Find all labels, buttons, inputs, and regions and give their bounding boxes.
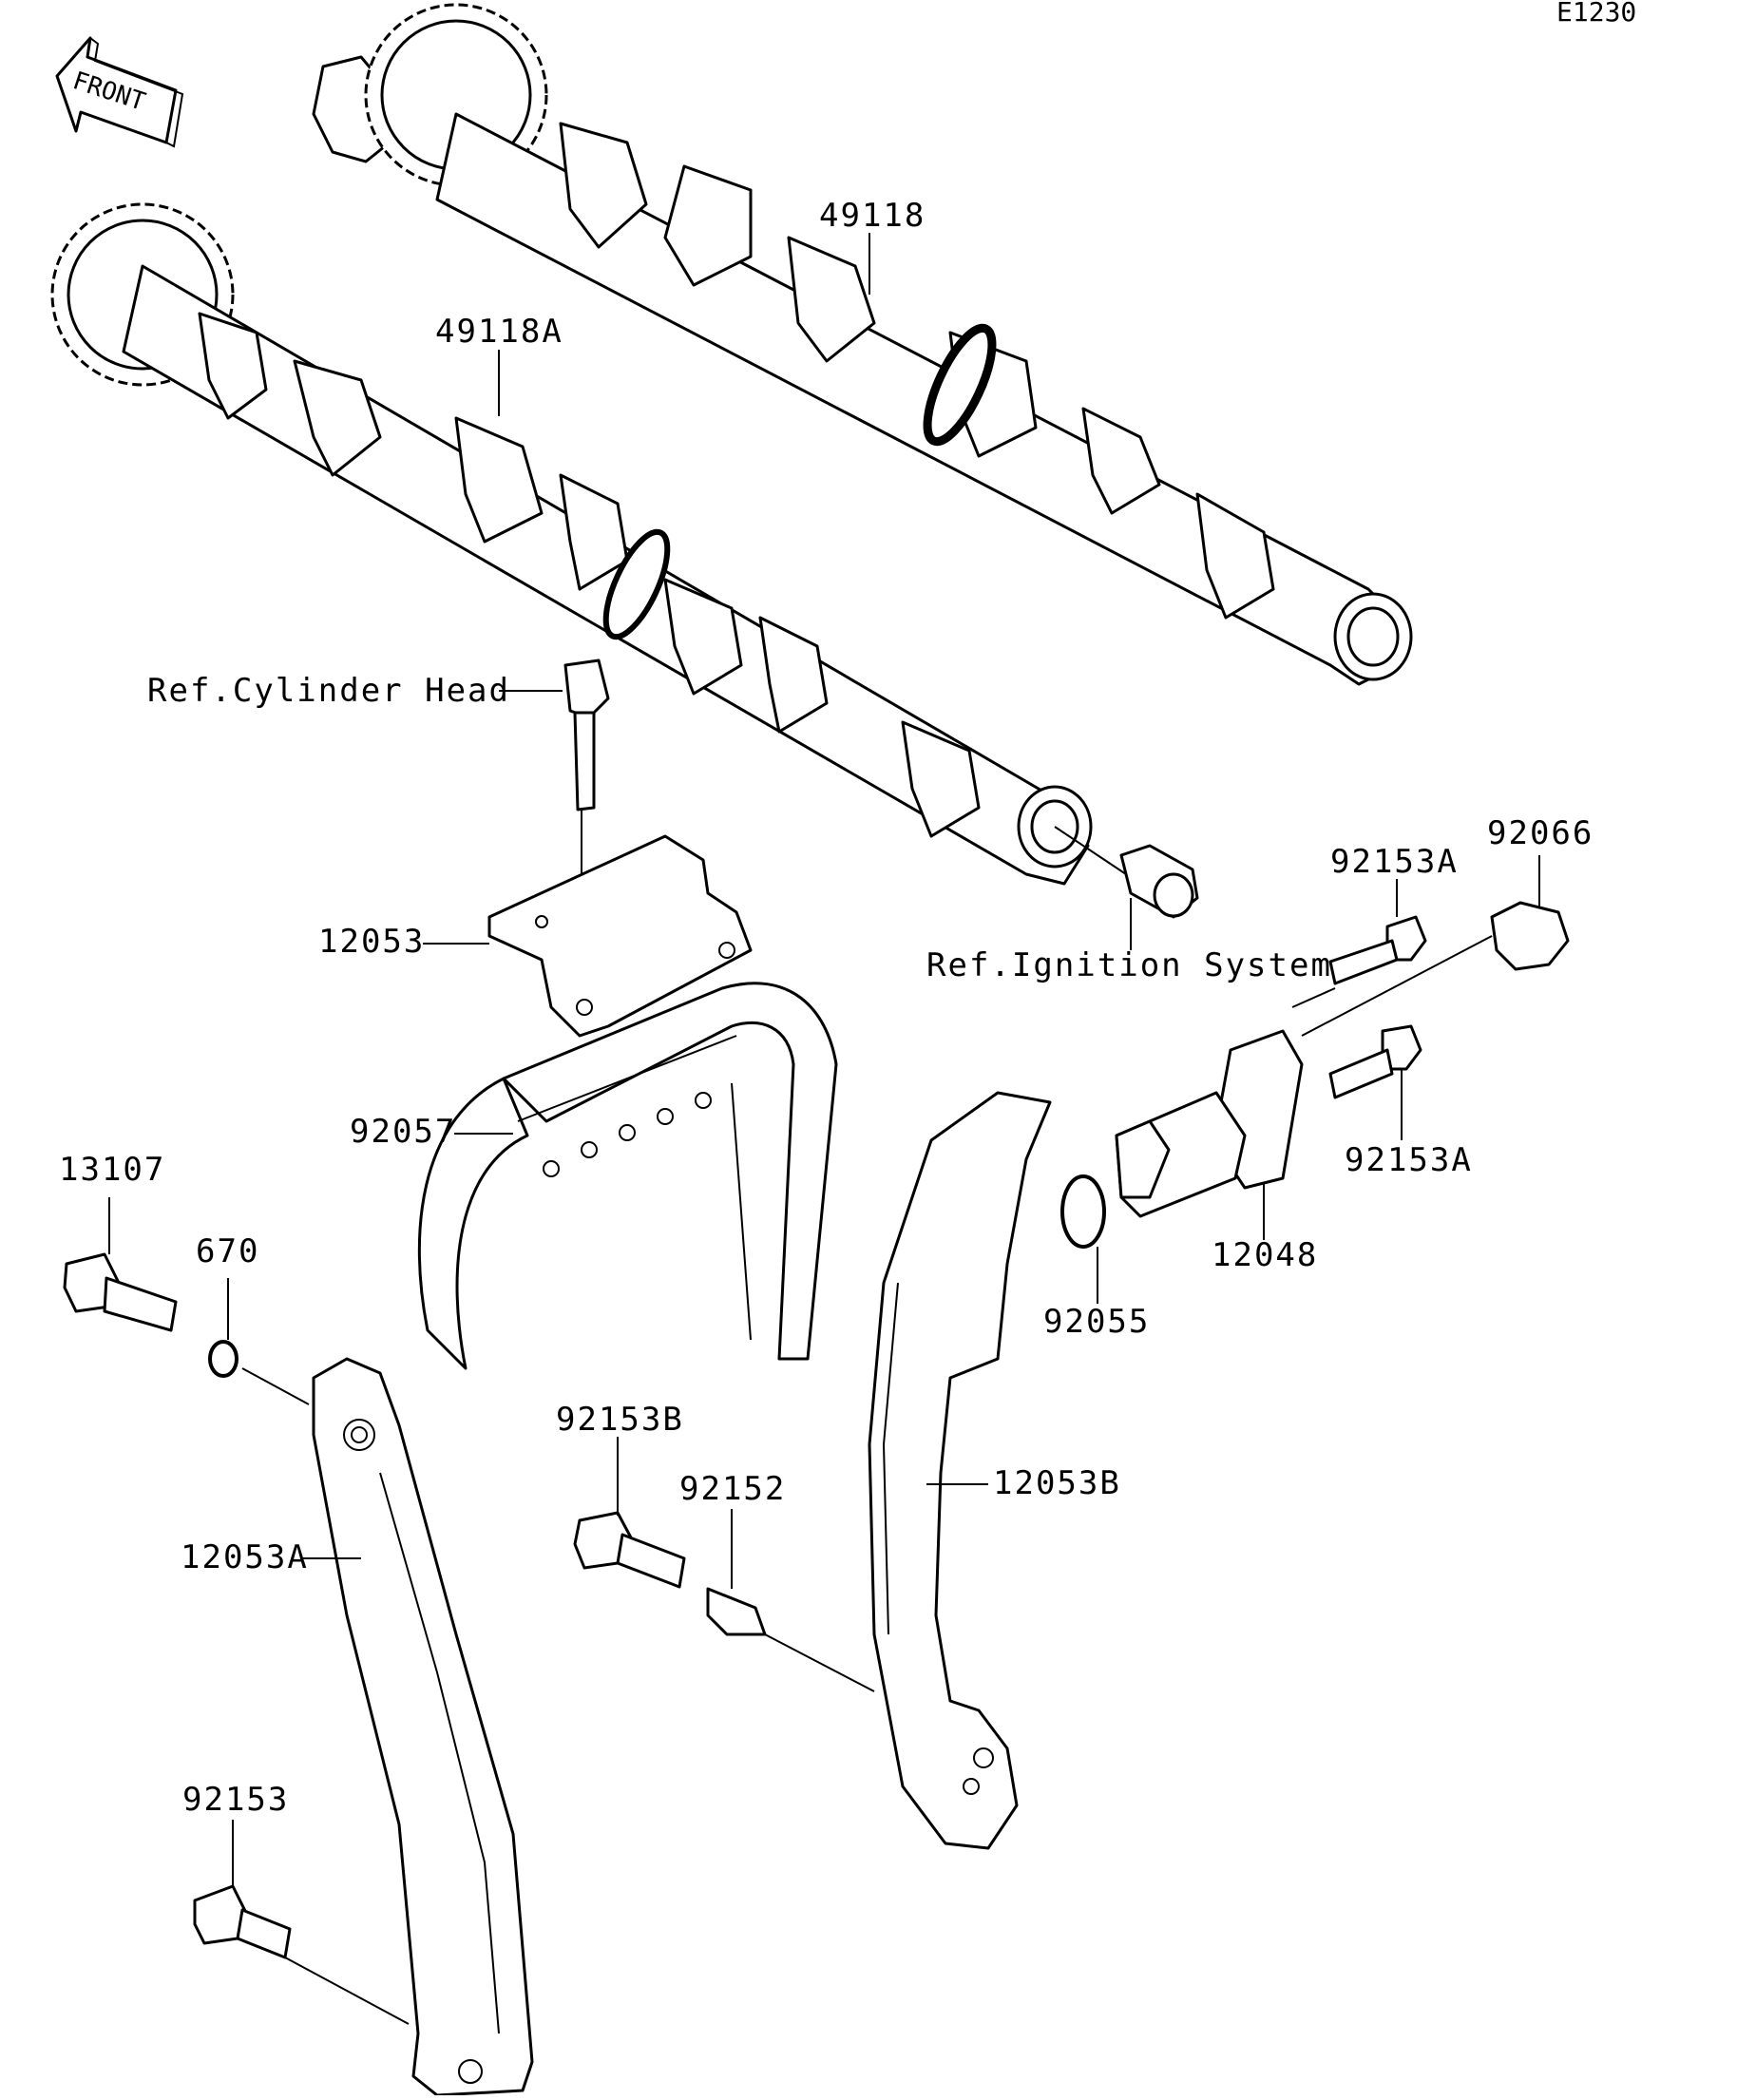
chain-guide-12053 bbox=[487, 834, 753, 1038]
o-ring-670 bbox=[208, 1278, 310, 1405]
ref-ignition-system: Ref.Ignition System bbox=[926, 946, 1332, 984]
part-label-92055: 92055 bbox=[1043, 1303, 1150, 1341]
part-label-92153B: 92153B bbox=[556, 1401, 684, 1439]
camshaft-49118 bbox=[312, 3, 1413, 686]
part-label-49118: 49118 bbox=[819, 197, 926, 295]
part-label-92066: 92066 bbox=[1487, 814, 1594, 852]
part-label-12048: 12048 bbox=[1212, 1236, 1318, 1274]
chain-guide-12053A bbox=[312, 1357, 534, 2097]
ref-cylinder-head: Ref.Cylinder Head bbox=[147, 672, 510, 710]
bolt-92153 bbox=[193, 1820, 410, 2025]
bolt-92153A-top bbox=[1291, 879, 1427, 1008]
diagram-code: E1230 bbox=[1556, 0, 1636, 28]
part-label-92057: 92057 bbox=[350, 1113, 513, 1151]
svg-text:49118A: 49118A bbox=[435, 313, 563, 351]
plug-92066 bbox=[1301, 855, 1570, 1037]
svg-text:49118: 49118 bbox=[819, 197, 926, 235]
part-label-12053: 12053 bbox=[318, 923, 489, 961]
part-label-12053B: 12053B bbox=[926, 1464, 1121, 1502]
svg-text:12053A: 12053A bbox=[181, 1538, 309, 1576]
chain-guide-12053B bbox=[868, 1091, 1052, 1850]
part-label-49118A: 49118A bbox=[435, 313, 563, 416]
part-label-92153: 92153 bbox=[182, 1781, 289, 1819]
part-label-92153A-top: 92153A bbox=[1330, 843, 1459, 881]
cam-chain-92057 bbox=[417, 982, 838, 1370]
part-label-13107: 13107 bbox=[59, 1151, 165, 1189]
svg-text:92057: 92057 bbox=[350, 1113, 456, 1151]
part-label-92153A-bottom: 92153A bbox=[1345, 1141, 1473, 1179]
bolt-92153B bbox=[573, 1437, 686, 1589]
tensioner-12048 bbox=[1115, 1029, 1304, 1240]
part-label-92152: 92152 bbox=[679, 1470, 786, 1508]
front-arrow-icon: FRONT bbox=[55, 36, 184, 148]
part-label-670: 670 bbox=[196, 1232, 259, 1270]
bolt-13107 bbox=[63, 1197, 178, 1332]
o-ring-92055 bbox=[1060, 1174, 1106, 1304]
svg-text:12053: 12053 bbox=[318, 923, 425, 961]
ignition-rotor bbox=[1054, 826, 1199, 950]
collar-92152 bbox=[706, 1509, 875, 1692]
head-bolt bbox=[499, 659, 610, 998]
svg-text:12053B: 12053B bbox=[993, 1464, 1121, 1502]
bolt-92153A-bottom bbox=[1328, 1024, 1422, 1140]
camshaft-49118A bbox=[50, 202, 1093, 886]
part-label-12053A: 12053A bbox=[181, 1538, 361, 1576]
